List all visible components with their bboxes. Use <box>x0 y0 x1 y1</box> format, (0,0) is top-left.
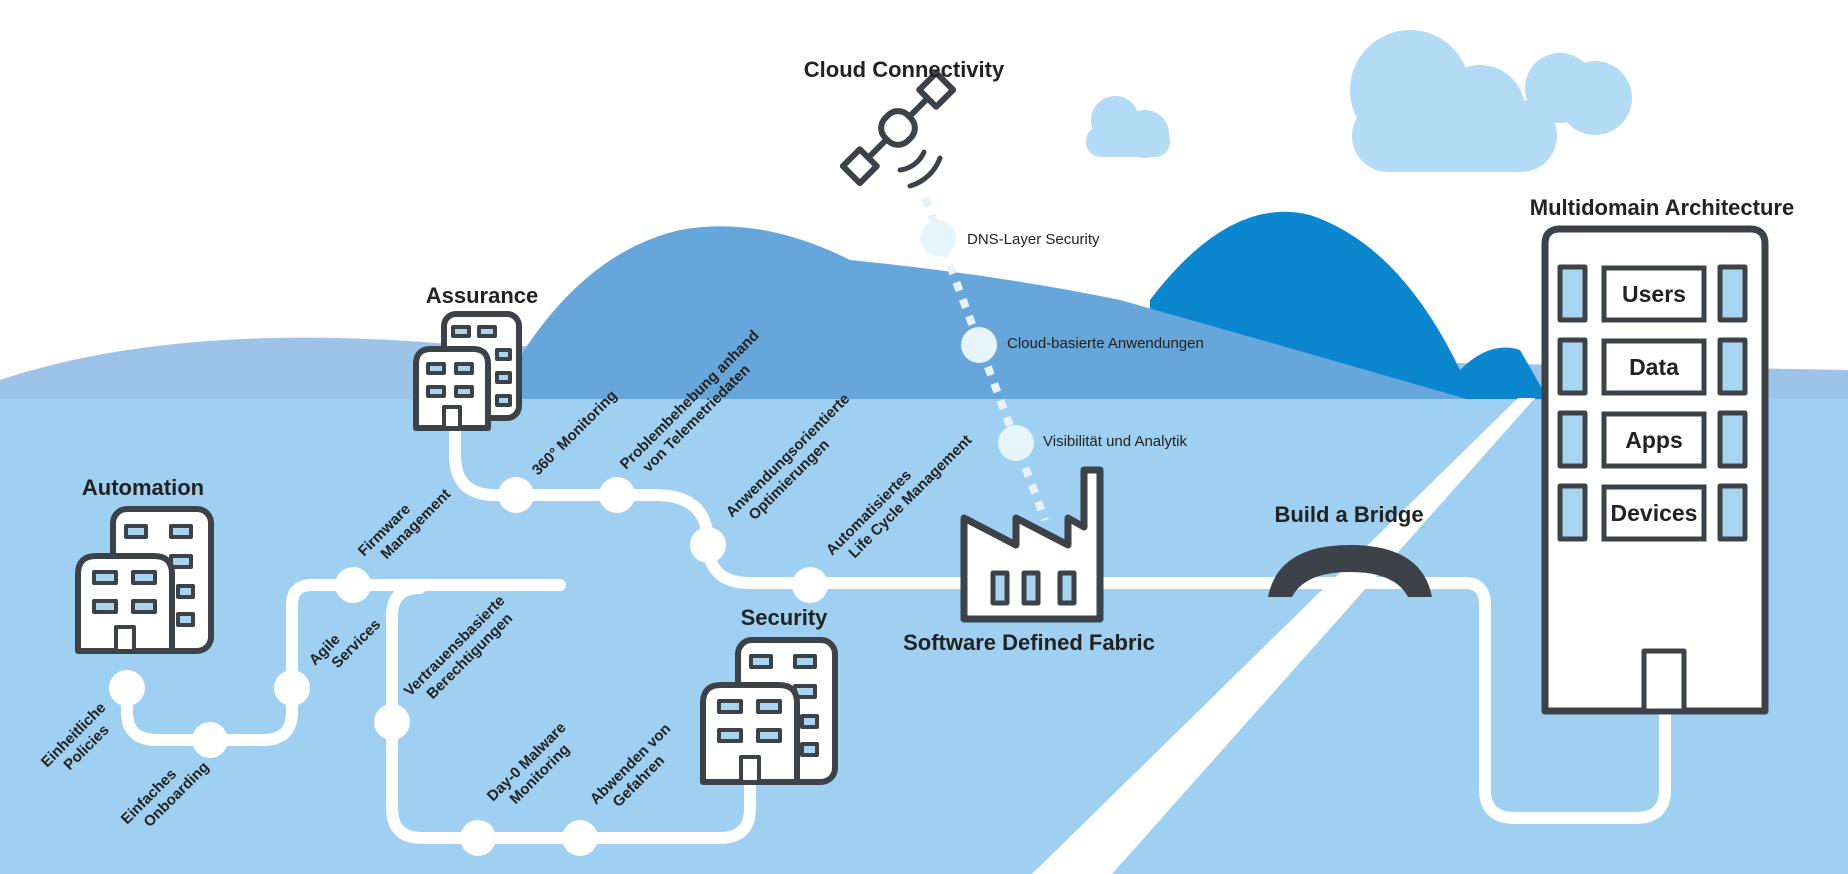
node-problem-telemetry <box>599 477 635 513</box>
assurance-title: Assurance <box>426 283 539 308</box>
node-firmware <box>335 567 371 603</box>
node-threats <box>562 820 598 856</box>
domain-box-data <box>1601 338 1707 396</box>
domain-boxes <box>1601 265 1707 542</box>
domain-box-users <box>1601 265 1707 323</box>
security-title: Security <box>741 605 829 630</box>
hill-mid <box>495 226 1470 400</box>
satellite-icon <box>839 69 957 187</box>
node-trust <box>374 704 410 740</box>
node-onboarding <box>192 722 228 758</box>
cloud-icon <box>1350 30 1632 172</box>
cloud-connectivity-title: Cloud Connectivity <box>804 57 1005 82</box>
dns-layer-security-label: DNS-Layer Security <box>967 231 1100 248</box>
domain-labels: Users Data Apps Devices <box>1611 281 1698 526</box>
node-app-optimization <box>690 527 726 563</box>
path-nodes <box>109 477 828 856</box>
multidomain-architecture-title: Multidomain Architecture <box>1530 195 1794 220</box>
node-unified-policies <box>109 670 145 706</box>
water-area <box>0 399 1848 874</box>
node-dns-security <box>920 220 956 256</box>
node-cloud-apps <box>961 327 997 363</box>
cloud-icon <box>1086 96 1170 158</box>
node-visibility <box>998 425 1034 461</box>
node-agile-services <box>274 670 310 706</box>
domain-box-devices <box>1601 484 1707 542</box>
road <box>1032 398 1535 874</box>
automation-title: Automation <box>82 475 204 500</box>
domain-label-devices: Devices <box>1611 500 1698 526</box>
node-360-monitoring <box>498 477 534 513</box>
cloud-nodes <box>920 220 1034 461</box>
signal-waves-icon <box>897 149 943 189</box>
build-a-bridge-title: Build a Bridge <box>1274 502 1423 527</box>
domain-label-data: Data <box>1629 354 1679 380</box>
node-day0-malware <box>460 820 496 856</box>
domain-label-apps: Apps <box>1625 427 1683 453</box>
visibility-label: Visibilität und Analytik <box>1043 433 1187 450</box>
network-paths <box>121 404 1671 844</box>
factory-icon <box>960 466 1104 623</box>
office-building-icon <box>75 506 214 654</box>
node-lifecycle <box>792 567 828 603</box>
cloud-apps-label: Cloud-basierte Anwendungen <box>1007 335 1204 352</box>
office-building-icon <box>700 637 838 785</box>
domain-label-users: Users <box>1622 281 1686 307</box>
bridge-icon <box>1268 545 1432 597</box>
software-defined-fabric-title: Software Defined Fabric <box>903 630 1155 655</box>
office-building-icon <box>413 311 522 431</box>
domain-box-apps <box>1601 411 1707 469</box>
tower-building-icon <box>1541 225 1769 715</box>
